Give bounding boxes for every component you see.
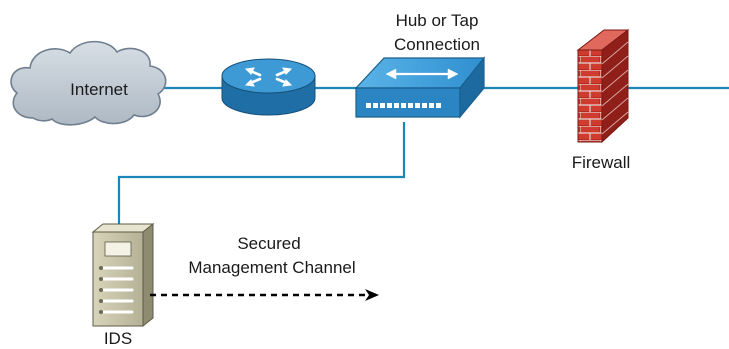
internet-node: Internet — [10, 40, 167, 126]
hub-label-line1: Hub or Tap — [396, 11, 479, 30]
management-channel-label-line2: Management Channel — [188, 258, 355, 277]
hub-label-line2: Connection — [394, 35, 480, 54]
link-hub-ids — [117, 122, 406, 232]
network-links — [117, 86, 729, 232]
hub-node: Hub or Tap Connection — [354, 11, 486, 119]
server-icon — [91, 222, 155, 328]
ids-label: IDS — [104, 329, 132, 348]
firewall-label: Firewall — [572, 153, 631, 172]
router-node — [221, 58, 316, 116]
router-icon — [221, 58, 316, 116]
management-channel: Secured Management Channel — [150, 234, 379, 301]
hub-switch-icon — [354, 56, 486, 119]
internet-label: Internet — [70, 80, 128, 99]
ids-node: IDS — [91, 222, 155, 348]
firewall-node: Firewall — [572, 28, 631, 172]
firewall-icon — [576, 28, 630, 144]
cloud-icon — [10, 40, 167, 126]
management-channel-label-line1: Secured — [237, 234, 300, 253]
